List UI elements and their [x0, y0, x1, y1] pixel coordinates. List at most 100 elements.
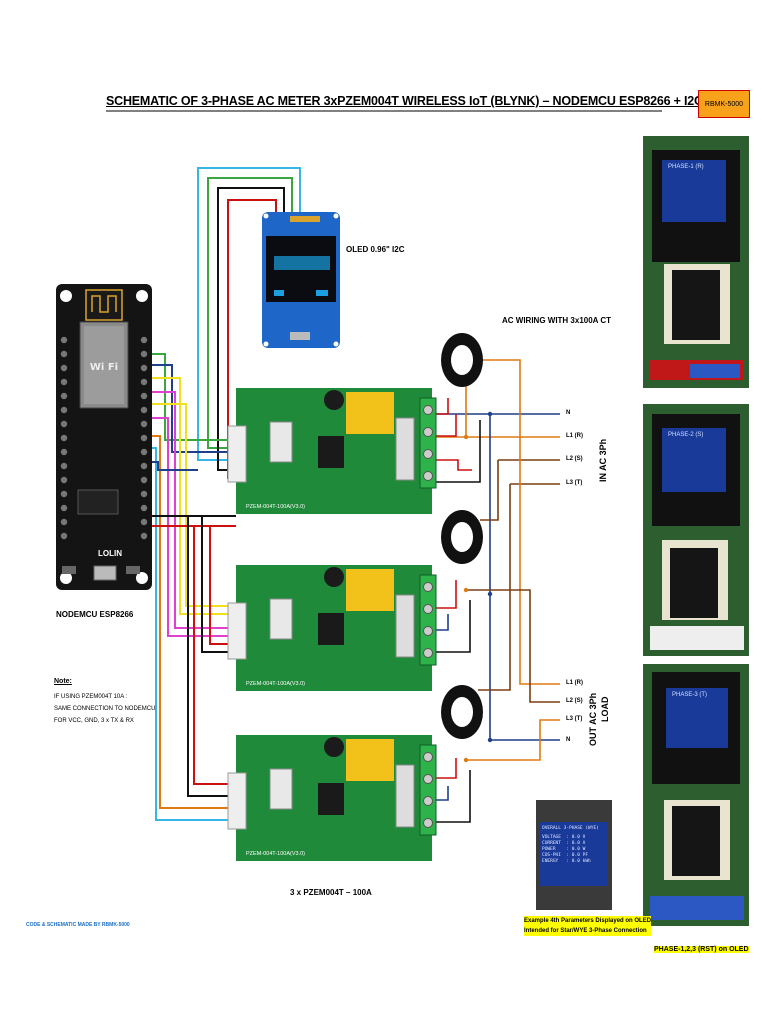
in-line-l1: L1 (R) [566, 433, 583, 439]
page-title: SCHEMATIC OF 3-PHASE AC METER 3xPZEM004T… [106, 94, 741, 108]
junction-dots [463, 411, 493, 763]
terminal-screw [423, 471, 433, 481]
note-title: Note: [54, 678, 72, 685]
header-pin [140, 490, 148, 498]
header-pin [60, 448, 68, 456]
pzem-board-label: PZEM-004T-100A(V3.0) [246, 851, 305, 857]
ct-sensor-3 [441, 685, 483, 739]
header-pin [140, 336, 148, 344]
header-pin [140, 532, 148, 540]
header-pin [140, 392, 148, 400]
ct-sensor-1 [441, 333, 483, 387]
resistor [395, 764, 415, 828]
pzem-count-label: 3 x PZEM004T – 100A [290, 888, 372, 897]
example-caption: Example 4th Parameters Displayed on OLED… [524, 916, 652, 936]
header-pin [60, 364, 68, 372]
phase-screen-1: PHASE-1 (R) [668, 164, 704, 170]
terminal-block [419, 744, 437, 836]
terminal-screw [423, 604, 433, 614]
terminal-block [419, 574, 437, 666]
out-ac-label: OUT AC 3Ph [588, 692, 598, 746]
phase-screen-3: PHASE-3 (T) [672, 692, 708, 698]
lolin-label: LOLIN [98, 549, 122, 558]
phase-screen-2: PHASE-2 (S) [668, 432, 704, 438]
terminal-screw [423, 752, 433, 762]
header-pin [140, 406, 148, 414]
pzem-board-1: PZEM-004T-100A(V3.0) [227, 388, 437, 514]
photo-panel-2 [643, 404, 749, 656]
note-line-3: FOR VCC, GND, 3 x TX & RX [54, 718, 134, 724]
terminal-screw [423, 427, 433, 437]
header-pin [140, 420, 148, 428]
terminal-screw [423, 796, 433, 806]
capacitor [324, 390, 344, 410]
out-line-n: N [566, 737, 571, 743]
terminal-screw [423, 405, 433, 415]
terminal-screw [423, 626, 433, 636]
pzem-board-label: PZEM-004T-100A(V3.0) [246, 681, 305, 687]
header-pin [60, 490, 68, 498]
terminal-block [419, 397, 437, 489]
header-pin [60, 406, 68, 414]
header-pin [140, 462, 148, 470]
capacitor [324, 737, 344, 757]
author-badge: RBMK-5000 [698, 90, 750, 118]
nodemcu-wires [148, 353, 236, 821]
pzem-board-3: PZEM-004T-100A(V3.0) [227, 735, 437, 861]
header-pin [60, 462, 68, 470]
terminal-screw [423, 449, 433, 459]
header-pin [140, 476, 148, 484]
ic-chip [318, 783, 344, 815]
terminal-screw [423, 582, 433, 592]
note-line-2: SAME CONNECTION TO NODEMCU [54, 706, 156, 712]
header-pin [60, 392, 68, 400]
connector [227, 602, 247, 660]
in-ac-label: IN AC 3Ph [598, 438, 608, 482]
resistor [395, 594, 415, 658]
out-line-l1: L1 (R) [566, 680, 583, 686]
transformer [346, 392, 394, 434]
transformer [346, 569, 394, 611]
in-line-l3: L3 (T) [566, 480, 583, 486]
resistor [395, 417, 415, 481]
header-pin [60, 350, 68, 358]
header-pin [140, 518, 148, 526]
header-pin [60, 518, 68, 526]
terminal-screw [423, 774, 433, 784]
header-pin [60, 378, 68, 386]
pzem-board-label: PZEM-004T-100A(V3.0) [246, 504, 305, 510]
header-pin [140, 378, 148, 386]
out-line-l3: L3 (T) [566, 716, 583, 722]
header-pin [60, 532, 68, 540]
connector [227, 772, 247, 830]
header-pin [60, 420, 68, 428]
header-pin [60, 336, 68, 344]
ac-wiring [430, 359, 560, 823]
ac-wiring-label: AC WIRING WITH 3x100A CT [502, 316, 612, 325]
header-pin [140, 434, 148, 442]
pzem-boards: PZEM-004T-100A(V3.0) PZEM-004T-100A(V3.0)… [227, 388, 437, 861]
transformer [346, 739, 394, 781]
load-label: LOAD [600, 696, 610, 723]
phase-caption: PHASE-1,2,3 (RST) on OLED [654, 946, 749, 953]
optocoupler [269, 598, 293, 640]
capacitor [324, 567, 344, 587]
ic-chip [318, 436, 344, 468]
optocoupler [269, 421, 293, 463]
terminal-screw [423, 648, 433, 658]
oled-label: OLED 0.96" I2C [346, 245, 405, 254]
photo-panel-3 [643, 664, 749, 926]
nodemcu-label: NODEMCU ESP8266 [56, 610, 134, 619]
header-pin [60, 434, 68, 442]
note-block: Note: IF USING PZEM004T 10A : SAME CONNE… [54, 678, 155, 727]
terminal-screw [423, 818, 433, 828]
oled-module [262, 212, 340, 348]
example-oled-text: OVERALL 3-PHASE (WYE) VOLTAGE : 0.0 V CU… [542, 826, 599, 864]
header-pin [140, 448, 148, 456]
wire-oled-gnd [217, 187, 285, 471]
in-line-n: N [566, 410, 571, 416]
ic-chip [318, 613, 344, 645]
example-oled-photo [536, 800, 612, 910]
header-pin [60, 504, 68, 512]
